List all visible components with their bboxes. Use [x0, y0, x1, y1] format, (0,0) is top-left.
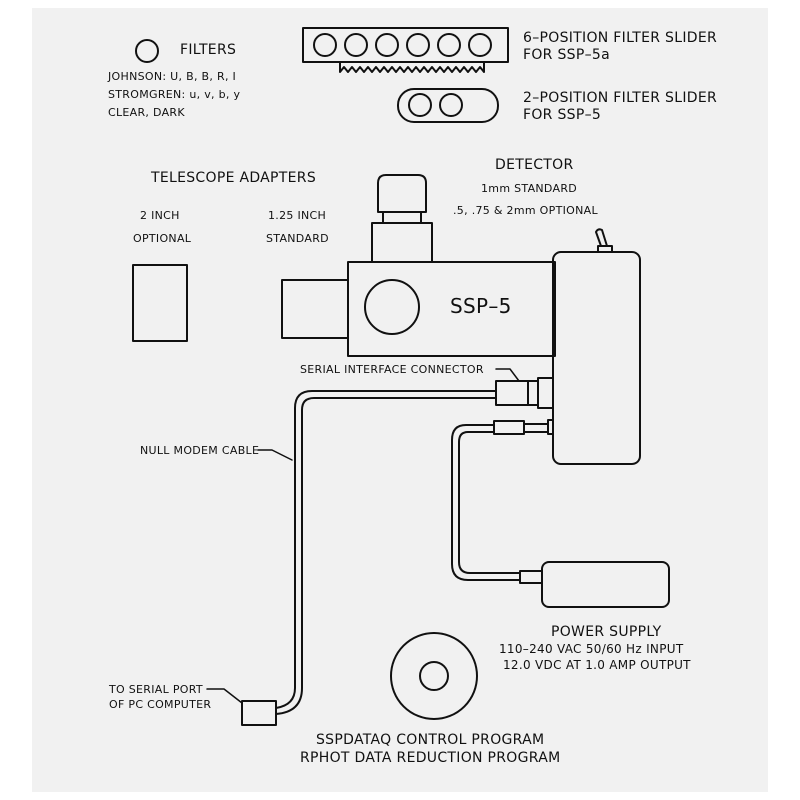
- adapters-title: TELESCOPE ADAPTERS: [151, 170, 317, 186]
- power-supply-title: POWER SUPPLY: [551, 624, 662, 640]
- software-line1: SSPDATAQ CONTROL PROGRAM: [316, 732, 545, 748]
- serial-connector-leader: [495, 368, 520, 382]
- photometer-body: [347, 261, 556, 357]
- serial-connector-label: SERIAL INTERFACE CONNECTOR: [300, 363, 484, 376]
- small-adapter-tube: [281, 279, 349, 339]
- stromgren-filters: STROMGREN: u, v, b, y: [108, 88, 241, 101]
- power-plug: [493, 420, 549, 435]
- clear-dark-filters: CLEAR, DARK: [108, 106, 185, 119]
- null-modem-cable: [275, 390, 497, 709]
- slider-rack: [339, 61, 485, 73]
- adapter-2inch-note: OPTIONAL: [133, 232, 192, 245]
- johnson-filters: JOHNSON: U, B, B, R, I: [108, 70, 237, 83]
- photometer-label: SSP–5: [450, 294, 512, 318]
- pc-port-leader: [206, 688, 243, 704]
- detector-optional: .5, .75 & 2mm OPTIONAL: [453, 204, 598, 217]
- two-inch-adapter: [132, 264, 188, 342]
- eyepiece-collar: [382, 211, 422, 224]
- pc-port-line2: OF PC COMPUTER: [109, 698, 212, 711]
- null-modem-label: NULL MODEM CABLE: [140, 444, 260, 457]
- software-line2: RPHOT DATA REDUCTION PROGRAM: [300, 750, 561, 766]
- adapter-125-label: 1.25 INCH: [268, 209, 327, 222]
- software-disc: [390, 632, 478, 720]
- filters-title: FILTERS: [180, 42, 237, 58]
- power-cord-plug: [519, 570, 543, 584]
- detector-title: DETECTOR: [495, 157, 574, 173]
- serial-port: [537, 377, 554, 409]
- six-position-slider: [302, 27, 509, 73]
- power-supply-input: 110–240 VAC 50/60 Hz INPUT: [499, 642, 684, 656]
- diagram-sheet: [32, 8, 768, 792]
- serial-plug: [495, 380, 539, 406]
- two-position-slider: [397, 88, 499, 123]
- eyepiece-top: [377, 174, 427, 213]
- slider2-label-line1: 2–POSITION FILTER SLIDER: [523, 90, 718, 106]
- detector-standard: 1mm STANDARD: [481, 182, 578, 195]
- power-supply: [541, 561, 670, 608]
- toggle-switch: [595, 228, 613, 253]
- slider6-label-line2: FOR SSP–5a: [523, 47, 610, 63]
- power-cord: [451, 424, 521, 581]
- filter-symbol: [135, 39, 159, 63]
- flip-mirror-knob: [364, 279, 420, 335]
- null-modem-leader: [257, 449, 293, 461]
- electronics-box: [552, 251, 641, 465]
- eyepiece-barrel: [371, 222, 433, 263]
- pc-connector: [241, 700, 277, 726]
- ssp5-photometer: [281, 174, 641, 465]
- slider6-label-line1: 6–POSITION FILTER SLIDER: [523, 30, 718, 46]
- adapter-2inch-label: 2 INCH: [140, 209, 180, 222]
- power-supply-output: 12.0 VDC AT 1.0 AMP OUTPUT: [503, 658, 691, 672]
- adapter-125-note: STANDARD: [266, 232, 329, 245]
- slider2-label-line2: FOR SSP–5: [523, 107, 602, 123]
- pc-port-line1: TO SERIAL PORT: [109, 683, 203, 696]
